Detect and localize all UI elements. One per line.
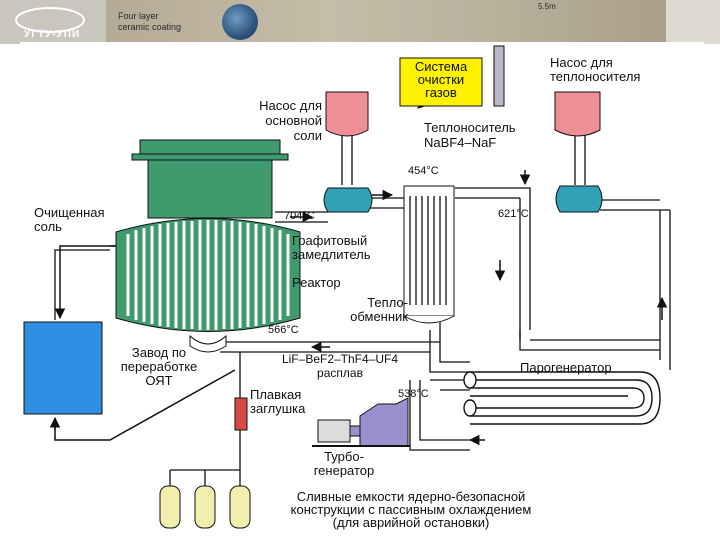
reactor (115, 139, 301, 353)
logo-emblem-icon: УГТУ-УПИ (15, 7, 85, 40)
heat-exchanger-label: Тепло- обменник (350, 295, 408, 324)
reprocessing-plant-box (23, 321, 103, 415)
header-photo (106, 0, 666, 44)
temp-538: 538°C (398, 388, 429, 400)
gas-stack (493, 45, 505, 107)
coolant-pump-body (555, 185, 603, 213)
fusible-plug-label: Плавкая заглушка (250, 387, 306, 416)
drain-tanks-label: Сливные емкости ядерно-безопасной констр… (290, 489, 532, 530)
fuel-melt-label: LiF–BeF2–ThF4–UF4 расплав (281, 352, 399, 380)
reactor-label: Реактор (292, 275, 341, 290)
temp-454: 454°C (408, 165, 439, 177)
header-side-image (666, 0, 720, 44)
main-salt-pump-motor (325, 91, 369, 137)
reprocessing-plant-label: Завод по переработке ОЯТ (120, 345, 198, 388)
coolant-label: Теплоноситель NaBF4–NaF (424, 120, 516, 150)
turbogenerator-label: Турбо- генератор (313, 449, 375, 478)
coolant-pump-label: Насос для теплоносителя (550, 55, 641, 84)
drain-tanks (159, 485, 251, 529)
temp-704: 704°C (284, 210, 315, 222)
main-salt-pump-body (323, 187, 373, 213)
coolant-pump (554, 91, 603, 213)
main-salt-pump (323, 91, 373, 213)
steam-generator-label: Парогенератор (520, 360, 612, 375)
reactor-outlet (189, 334, 227, 353)
flow-line (54, 245, 115, 320)
flow-line (54, 369, 236, 441)
turbogenerator (312, 397, 410, 447)
drain-tank (229, 485, 251, 529)
cleaned-salt-label: Очищенная соль (34, 205, 105, 234)
drain-tank (194, 485, 216, 529)
header-dimension: 5.5m (538, 2, 556, 11)
globe-image (222, 4, 258, 40)
msr-diagram (23, 45, 671, 529)
gas-cleaning-box (399, 57, 483, 107)
heat-exchanger (403, 185, 455, 324)
reactor-head (147, 159, 273, 219)
university-logo: УГТУ-УПИ (10, 6, 88, 40)
fusible-plug (234, 397, 248, 431)
gas-cleaning-label: Система очистки газов (414, 59, 468, 100)
header-banner: УГТУ-УПИ Four layer ceramic coating 5.5m (0, 0, 720, 44)
temp-566: 566°C (268, 324, 299, 336)
logo-text: УГТУ-УПИ (24, 29, 80, 40)
temp-621: 621°C (498, 208, 529, 220)
drain-tank (159, 485, 181, 529)
pipes (54, 128, 671, 470)
graphite-moderator-label: Графитовый замедлитель (292, 233, 371, 262)
drain-pipes (169, 469, 241, 486)
diagram-panel: Система очистки газов Насос для основной… (20, 42, 704, 540)
coolant-pump-motor (554, 91, 601, 137)
main-salt-pump-label: Насос для основной соли (259, 98, 322, 143)
header-caption: Four layer ceramic coating (118, 11, 182, 32)
steam-generator (463, 371, 661, 425)
graphite-rods (126, 220, 290, 330)
label-layer: Система очистки газов Насос для основной… (20, 42, 704, 540)
